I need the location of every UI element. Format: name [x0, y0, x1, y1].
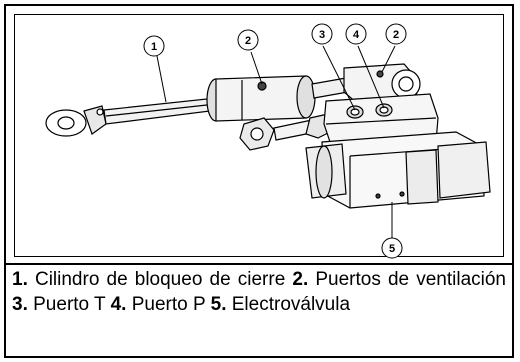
callout-2: 2 [245, 35, 251, 47]
lock-cylinder-rod [45, 97, 219, 137]
callout-3: 3 [319, 29, 325, 41]
caption-num-5: 5. [210, 294, 227, 315]
callout-4: 4 [353, 29, 360, 41]
right-eye-end [311, 63, 421, 105]
valve-block [323, 93, 439, 149]
callout-leaders [156, 45, 396, 238]
caption-num-1: 1. [12, 269, 28, 290]
caption-num-4: 4. [110, 294, 127, 315]
figure-frame: 1 2 3 4 2 5 1. Cilindro de bloqueo de ci… [4, 4, 514, 358]
illustration-border [14, 14, 504, 257]
callout-5: 5 [389, 243, 395, 255]
caption-num-3: 3. [12, 294, 28, 315]
illustration-area: 1 2 3 4 2 5 [6, 6, 512, 265]
callout-2b: 2 [393, 29, 399, 41]
caption-text-1: Cilindro de bloqueo de cierre [27, 269, 293, 290]
caption-text-4: Puerto P [126, 294, 211, 315]
caption-text-2: Puertos de ventilación [308, 269, 506, 290]
callout-1: 1 [151, 41, 157, 53]
hydraulic-assembly-illustration: 1 2 3 4 2 5 [45, 23, 491, 259]
solenoid-valve [305, 131, 491, 209]
figure-caption: 1. Cilindro de bloqueo de cierre 2. Puer… [12, 267, 506, 355]
caption-text-3: Puerto T [27, 294, 111, 315]
cylinder-body [206, 75, 316, 122]
caption-num-2: 2. [292, 269, 309, 290]
caption-text-5: Electroválvula [226, 294, 351, 315]
callout-circles [143, 23, 407, 259]
